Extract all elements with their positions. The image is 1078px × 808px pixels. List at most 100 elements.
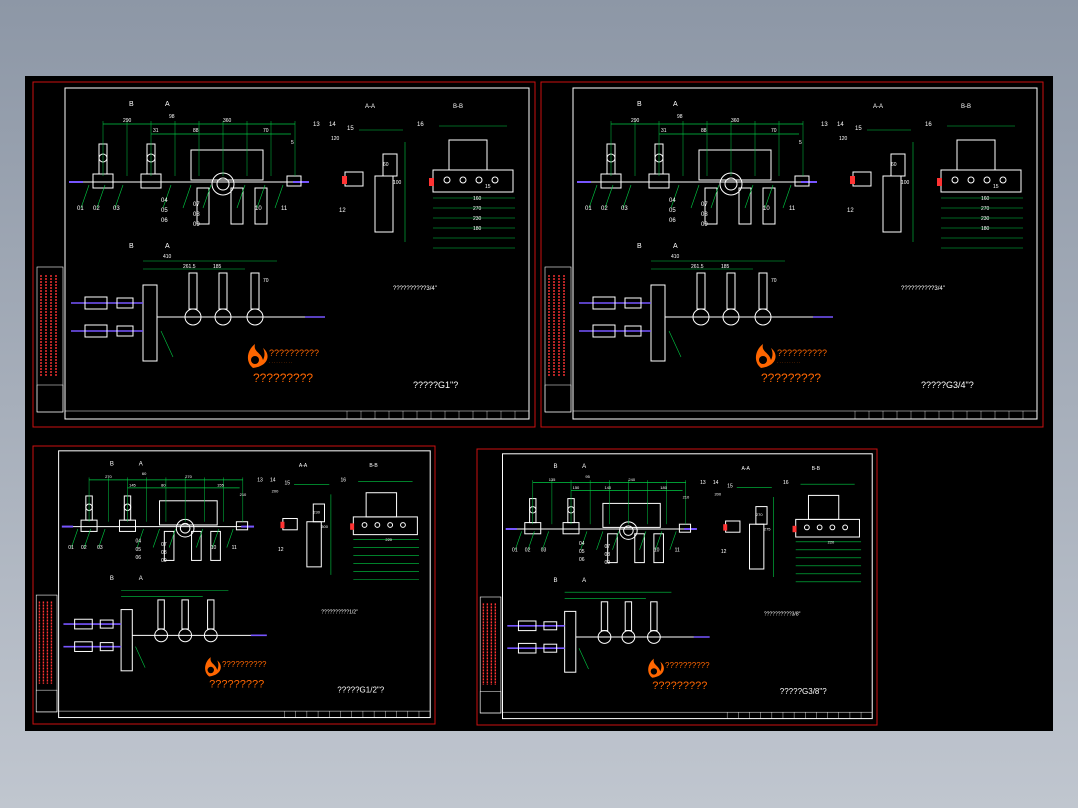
part-number: 05 xyxy=(161,208,168,214)
leader-line xyxy=(196,528,204,548)
section-b-seal xyxy=(429,178,434,186)
section-b-bolt xyxy=(475,176,483,184)
plan-fitting xyxy=(99,642,114,652)
flame-logo-icon xyxy=(648,658,664,678)
brand-name: ????????? xyxy=(652,680,707,692)
sheet-frame xyxy=(540,81,1044,428)
plan-manifold-bar xyxy=(650,284,666,362)
part-number: 08 xyxy=(193,212,200,218)
flame-logo-icon-core xyxy=(650,668,658,675)
dimension-value: 80 xyxy=(161,482,166,487)
brand-text: ?????????? xyxy=(269,348,319,358)
plan-riser xyxy=(250,272,260,310)
plan-manifold-bar xyxy=(564,610,577,673)
leader-line xyxy=(596,531,604,550)
sheet-border xyxy=(64,87,530,420)
front-valve-body xyxy=(92,173,114,189)
part-number: 05 xyxy=(669,208,676,214)
plan-valve xyxy=(517,642,537,654)
plan-valve xyxy=(74,618,93,630)
leader-line xyxy=(514,531,522,550)
dimension-value: 70 xyxy=(771,278,777,284)
front-port-circle-inner xyxy=(623,525,634,536)
dimension-value: 290 xyxy=(123,118,132,124)
section-b-body xyxy=(940,169,1022,193)
section-a-column xyxy=(374,175,394,233)
dimension-value: 210 xyxy=(683,495,690,500)
plan-riser xyxy=(188,272,198,310)
leader-line xyxy=(168,528,176,548)
part-number: 08 xyxy=(701,212,708,218)
dimension-value: 120 xyxy=(839,136,848,142)
dimension-value: 150 xyxy=(573,485,580,490)
plan-fitting xyxy=(116,325,134,337)
flame-logo-icon-core xyxy=(251,356,259,364)
section-label-b: B-B xyxy=(453,104,463,110)
part-number: 14 xyxy=(713,480,719,486)
part-number: 11 xyxy=(675,547,680,553)
section-a-head xyxy=(382,153,398,177)
sheet-subtitle: ??????????3/4" xyxy=(901,286,945,292)
plan-riser xyxy=(157,599,165,630)
view-marker-a-lower: A xyxy=(673,243,678,250)
plan-riser xyxy=(696,272,706,310)
dimension-value: 200 xyxy=(272,489,279,494)
sheet-border xyxy=(58,450,431,719)
front-leg xyxy=(210,530,221,561)
front-gauge xyxy=(235,521,249,531)
view-marker-a: A xyxy=(139,461,143,467)
section-label-b: B-B xyxy=(961,104,971,110)
section-b-body xyxy=(795,518,860,538)
dimension-value: 5 xyxy=(291,140,294,146)
dimension-value: 270 xyxy=(473,206,482,212)
leader-line xyxy=(668,330,682,358)
dimension-value: 15 xyxy=(485,184,491,190)
plan-fitting xyxy=(624,325,642,337)
dimension-value: 98 xyxy=(169,114,175,120)
view-marker-b-lower: B xyxy=(129,243,134,250)
section-b-seal xyxy=(937,178,942,186)
section-b-bolt xyxy=(400,522,406,528)
part-number: 11 xyxy=(281,206,288,212)
leader-line xyxy=(98,528,106,548)
section-b-body xyxy=(432,169,514,193)
view-marker-a-lower: A xyxy=(582,578,586,584)
part-number: 02 xyxy=(525,547,531,553)
dimension-value: 180 xyxy=(981,226,990,232)
part-number: 12 xyxy=(847,208,854,214)
leader-line xyxy=(114,184,124,209)
section-b-bolt xyxy=(803,524,810,531)
plan-fitting xyxy=(624,297,642,309)
part-number: 10 xyxy=(654,547,660,553)
section-b-bolt xyxy=(491,176,499,184)
section-b-bonnet xyxy=(365,492,398,518)
part-number: 16 xyxy=(925,122,932,128)
dimension-value: 261.5 xyxy=(183,264,196,270)
dimension-value: 140 xyxy=(604,485,611,490)
section-label-b: B-B xyxy=(369,463,378,469)
plan-valve xyxy=(74,641,93,652)
section-b-bolt xyxy=(842,524,849,531)
front-valve-body xyxy=(600,173,622,189)
front-leg xyxy=(196,187,210,225)
leader-line xyxy=(622,184,632,209)
section-b-bolt xyxy=(387,522,394,528)
dimension-value: 220 xyxy=(828,539,835,544)
section-b-bolt xyxy=(374,522,381,528)
plan-fitting xyxy=(116,297,134,309)
front-manifold xyxy=(190,149,264,181)
part-number: 03 xyxy=(541,547,547,553)
view-marker-b-lower: B xyxy=(637,243,642,250)
front-leg xyxy=(634,533,645,564)
dimension-value: 70 xyxy=(771,128,777,134)
part-number: 11 xyxy=(232,545,237,551)
part-number: 12 xyxy=(721,549,727,555)
section-label-b: B-B xyxy=(812,466,821,472)
section-b-bolt xyxy=(443,176,451,184)
part-number: 04 xyxy=(161,198,168,204)
front-leg xyxy=(607,533,618,564)
section-label-a: A-A xyxy=(742,466,751,472)
